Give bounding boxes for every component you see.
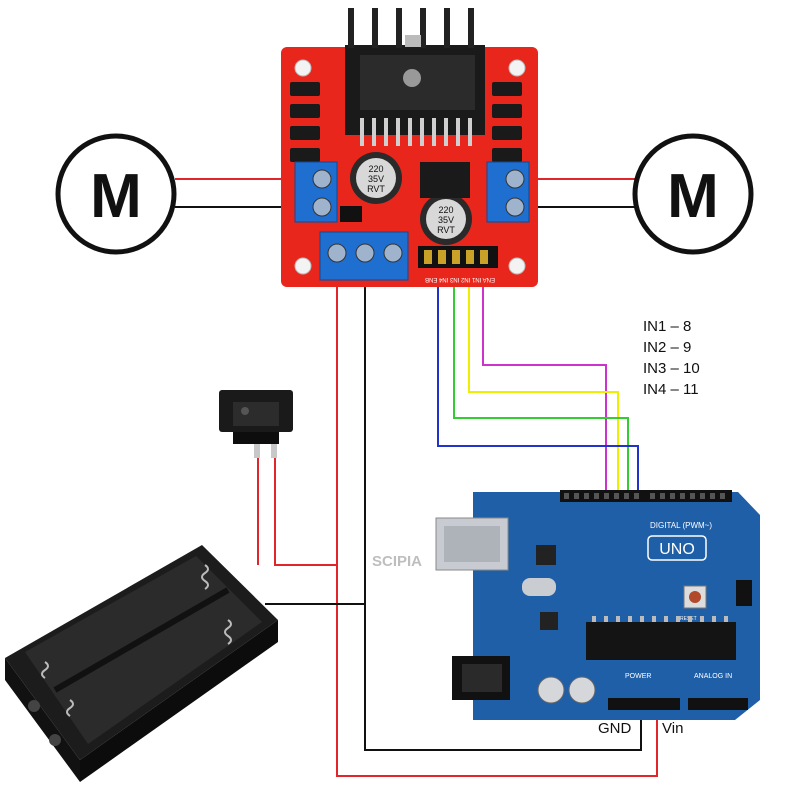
right-motor-symbol: M — [667, 162, 719, 231]
usb-chip — [536, 545, 556, 565]
board-capacitor — [537, 676, 565, 704]
analog-header — [688, 698, 748, 710]
capacitor-left-line1: 220 — [368, 164, 383, 174]
vcc-red-wire — [336, 255, 658, 777]
rocker-switch — [219, 390, 293, 458]
icsp-header — [736, 580, 752, 606]
capacitor-left: 220 35V RVT — [350, 152, 402, 204]
mounting-hole — [508, 59, 526, 77]
crystal — [522, 578, 556, 596]
mounting-hole — [294, 257, 312, 275]
pin-map-in1: IN1 – 8 — [643, 318, 692, 335]
digital-label: DIGITAL (PWM~) — [650, 521, 712, 530]
in3-wire — [453, 270, 629, 492]
power-header — [608, 698, 680, 710]
left-motor-terminal — [294, 161, 338, 223]
capacitor-right: 220 35V RVT — [420, 193, 472, 245]
capacitor-right-line3: RVT — [437, 225, 455, 235]
switch-red-wire — [274, 452, 337, 566]
in2-wire — [468, 270, 619, 492]
small-chip — [540, 612, 558, 630]
pin-map-in2: IN2 – 9 — [643, 339, 692, 356]
wires — [175, 178, 658, 777]
gnd-label: GND — [598, 720, 632, 737]
signal-header-label: ENA IN1 IN2 IN3 IN4 ENB — [425, 276, 495, 282]
digital-header — [560, 490, 732, 502]
voltage-regulator — [420, 162, 470, 198]
right-motor: M — [632, 133, 754, 255]
mounting-hole — [294, 59, 312, 77]
arduino-board: DIGITAL (PWM~) SCIPIA UNO RESET — [372, 490, 760, 720]
in4-wire — [437, 270, 639, 492]
mounting-hole — [508, 257, 526, 275]
battery-springs — [41, 564, 232, 717]
driver-chip-legs — [360, 118, 472, 146]
capacitor-right-line1: 220 — [438, 205, 453, 215]
power-label: POWER — [625, 673, 651, 680]
battery-holder — [5, 545, 278, 782]
capacitor-left-line2: 35V — [368, 174, 384, 184]
signal-header: ENA IN1 IN2 IN3 IN4 ENB — [418, 246, 498, 282]
right-motor-terminal — [486, 161, 530, 223]
pin-map-in3: IN3 – 10 — [643, 360, 700, 377]
power-terminal — [319, 231, 409, 281]
watermark: SCIPIA — [372, 553, 422, 570]
jumper — [340, 206, 362, 222]
left-motor: M — [55, 133, 177, 255]
motor-driver-board: 220 35V RVT 220 35V RVT — [281, 8, 538, 287]
vin-label: Vin — [662, 720, 684, 737]
capacitor-left-line3: RVT — [367, 184, 385, 194]
digital-pins — [564, 493, 725, 499]
switch-pin — [271, 444, 277, 458]
board-capacitor — [568, 676, 596, 704]
left-motor-symbol: M — [90, 162, 142, 231]
heatsink — [345, 8, 485, 135]
in1-wire — [482, 270, 607, 492]
switch-pin — [254, 444, 260, 458]
uno-badge: UNO — [659, 541, 695, 558]
pin-map-legend: IN1 – 8 IN2 – 9 IN3 – 10 IN4 – 11 — [643, 316, 700, 400]
capacitor-right-line2: 35V — [438, 215, 454, 225]
diodes — [290, 82, 522, 162]
pin-map-in4: IN4 – 11 — [643, 381, 699, 398]
gnd-black-wire — [364, 255, 642, 751]
analog-label: ANALOG IN — [694, 673, 732, 680]
microcontroller-chip — [586, 622, 736, 660]
